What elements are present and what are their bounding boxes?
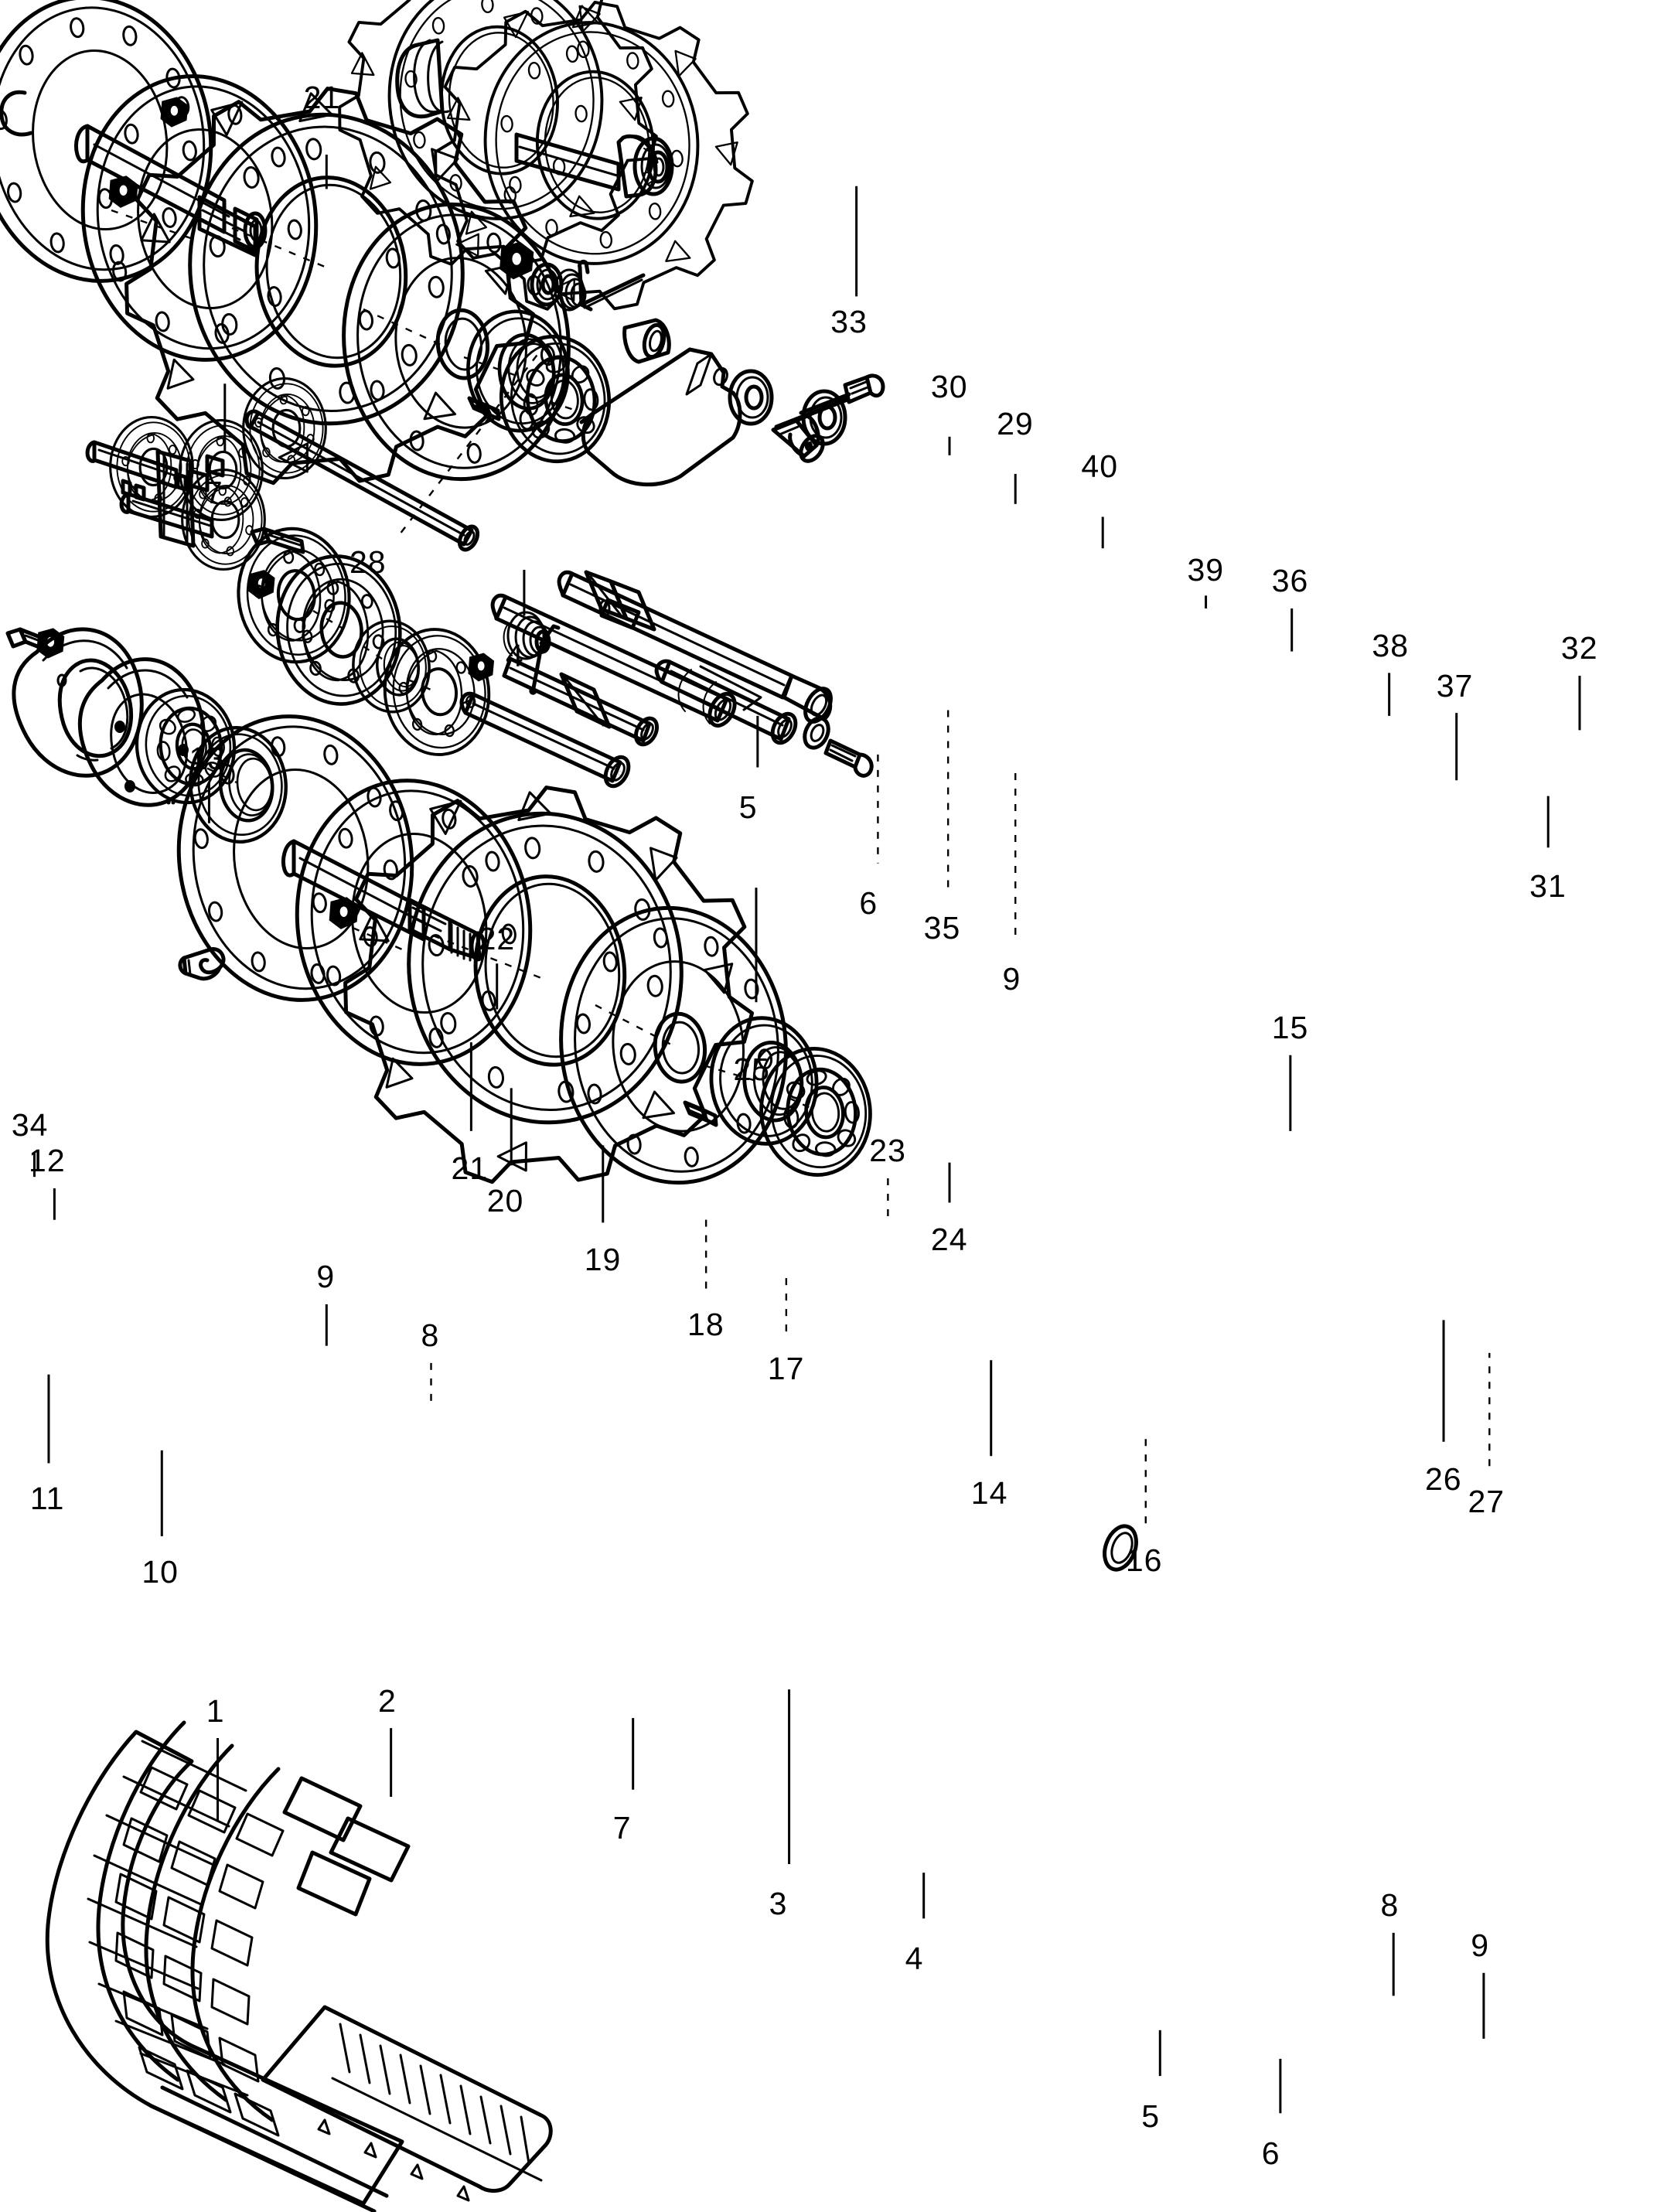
callout-number-15: 15	[1271, 1010, 1309, 1046]
callout-number-4: 4	[905, 1940, 924, 1976]
callout-number-9: 9	[1002, 961, 1021, 997]
callout-number-28: 28	[349, 544, 387, 581]
callout-number-16: 16	[1125, 1542, 1163, 1579]
hex-bolt-long	[774, 373, 885, 429]
callout-number-3: 3	[769, 1886, 788, 1922]
callout-number-29: 29	[997, 405, 1034, 441]
callout-number-36: 36	[1271, 563, 1309, 599]
washer-flat	[728, 369, 774, 426]
lock-nut	[499, 241, 534, 280]
callout-number-23: 23	[869, 1133, 906, 1169]
callout-number-35: 35	[923, 909, 961, 946]
callout-number-19: 19	[584, 1242, 622, 1278]
callout-number-13: 13	[189, 741, 227, 777]
callout-number-11: 11	[29, 1481, 65, 1517]
callout-number-31: 31	[1529, 867, 1567, 904]
bolt-lower	[683, 1100, 718, 1127]
callout-number-7: 7	[204, 474, 223, 510]
callout-number-18: 18	[687, 1306, 725, 1342]
callout-number-40: 40	[1081, 448, 1119, 485]
callout-number-33: 33	[830, 304, 868, 340]
torsion-spring	[554, 259, 646, 312]
callout-number-20: 20	[486, 1183, 524, 1219]
spacer-sleeve	[622, 318, 671, 364]
callout-number-24: 24	[930, 1222, 968, 1258]
callout-number-4: 4	[505, 637, 524, 673]
sprocket-upper	[106, 70, 550, 503]
track-clip	[178, 947, 226, 981]
callout-number-10: 10	[141, 1553, 179, 1590]
callout-number-22: 22	[478, 921, 516, 957]
leader-lines	[32, 154, 1581, 2114]
callout-number-14: 14	[970, 1475, 1008, 1512]
callout-number-37: 37	[1436, 667, 1474, 704]
callout-number-5: 5	[1141, 2098, 1161, 2134]
alignment-guides	[111, 209, 813, 1110]
callout-number-26: 26	[1424, 1460, 1462, 1497]
callout-number-30: 30	[930, 368, 968, 404]
upper-axle-assembly	[0, 0, 334, 375]
spring-tension	[503, 611, 561, 695]
callout-number-34: 34	[11, 1107, 49, 1143]
tension-arm-plate	[579, 347, 742, 487]
callout-number-8: 8	[421, 1317, 440, 1354]
callout-number-32: 32	[1560, 630, 1598, 666]
callout-number-25: 25	[733, 1051, 770, 1087]
callout-number-9: 9	[316, 1259, 336, 1295]
callout-number-21: 21	[303, 79, 341, 115]
callout-number-38: 38	[1372, 627, 1410, 663]
sprocket-pair-assembly	[324, 0, 765, 325]
callout-number-6: 6	[859, 885, 878, 922]
callout-number-12: 12	[29, 1143, 66, 1179]
cross-tube	[459, 656, 660, 789]
sprocket-lower	[325, 769, 769, 1202]
callout-number-2: 2	[377, 1682, 397, 1719]
snap-ring	[1103, 1524, 1138, 1572]
roller-frame-assembly	[85, 377, 327, 805]
washer-beam	[803, 716, 830, 750]
callout-number-1: 1	[206, 1692, 225, 1729]
leader-line-28	[400, 354, 538, 533]
callout-number-6: 6	[1261, 2135, 1280, 2171]
bolt-beam	[823, 738, 874, 778]
idler-shaft	[244, 409, 480, 552]
callout-number-27: 27	[1468, 1484, 1505, 1520]
track-frame-beam	[490, 570, 833, 745]
callout-number-7: 7	[612, 1810, 632, 1846]
callout-number-17: 17	[767, 1350, 805, 1386]
callout-number-39: 39	[1187, 551, 1225, 588]
roller-hub-cap	[377, 622, 497, 762]
callout-number-5: 5	[738, 789, 758, 826]
roller-wheel-inner	[270, 550, 407, 711]
callout-number-21: 21	[451, 1150, 489, 1186]
rubber-track	[45, 1720, 553, 2212]
nut-roller-shaft	[468, 653, 495, 682]
lower-axle-assembly	[161, 701, 548, 1079]
callout-number-9: 9	[1471, 1927, 1490, 1964]
callout-number-8: 8	[1380, 1887, 1400, 1924]
